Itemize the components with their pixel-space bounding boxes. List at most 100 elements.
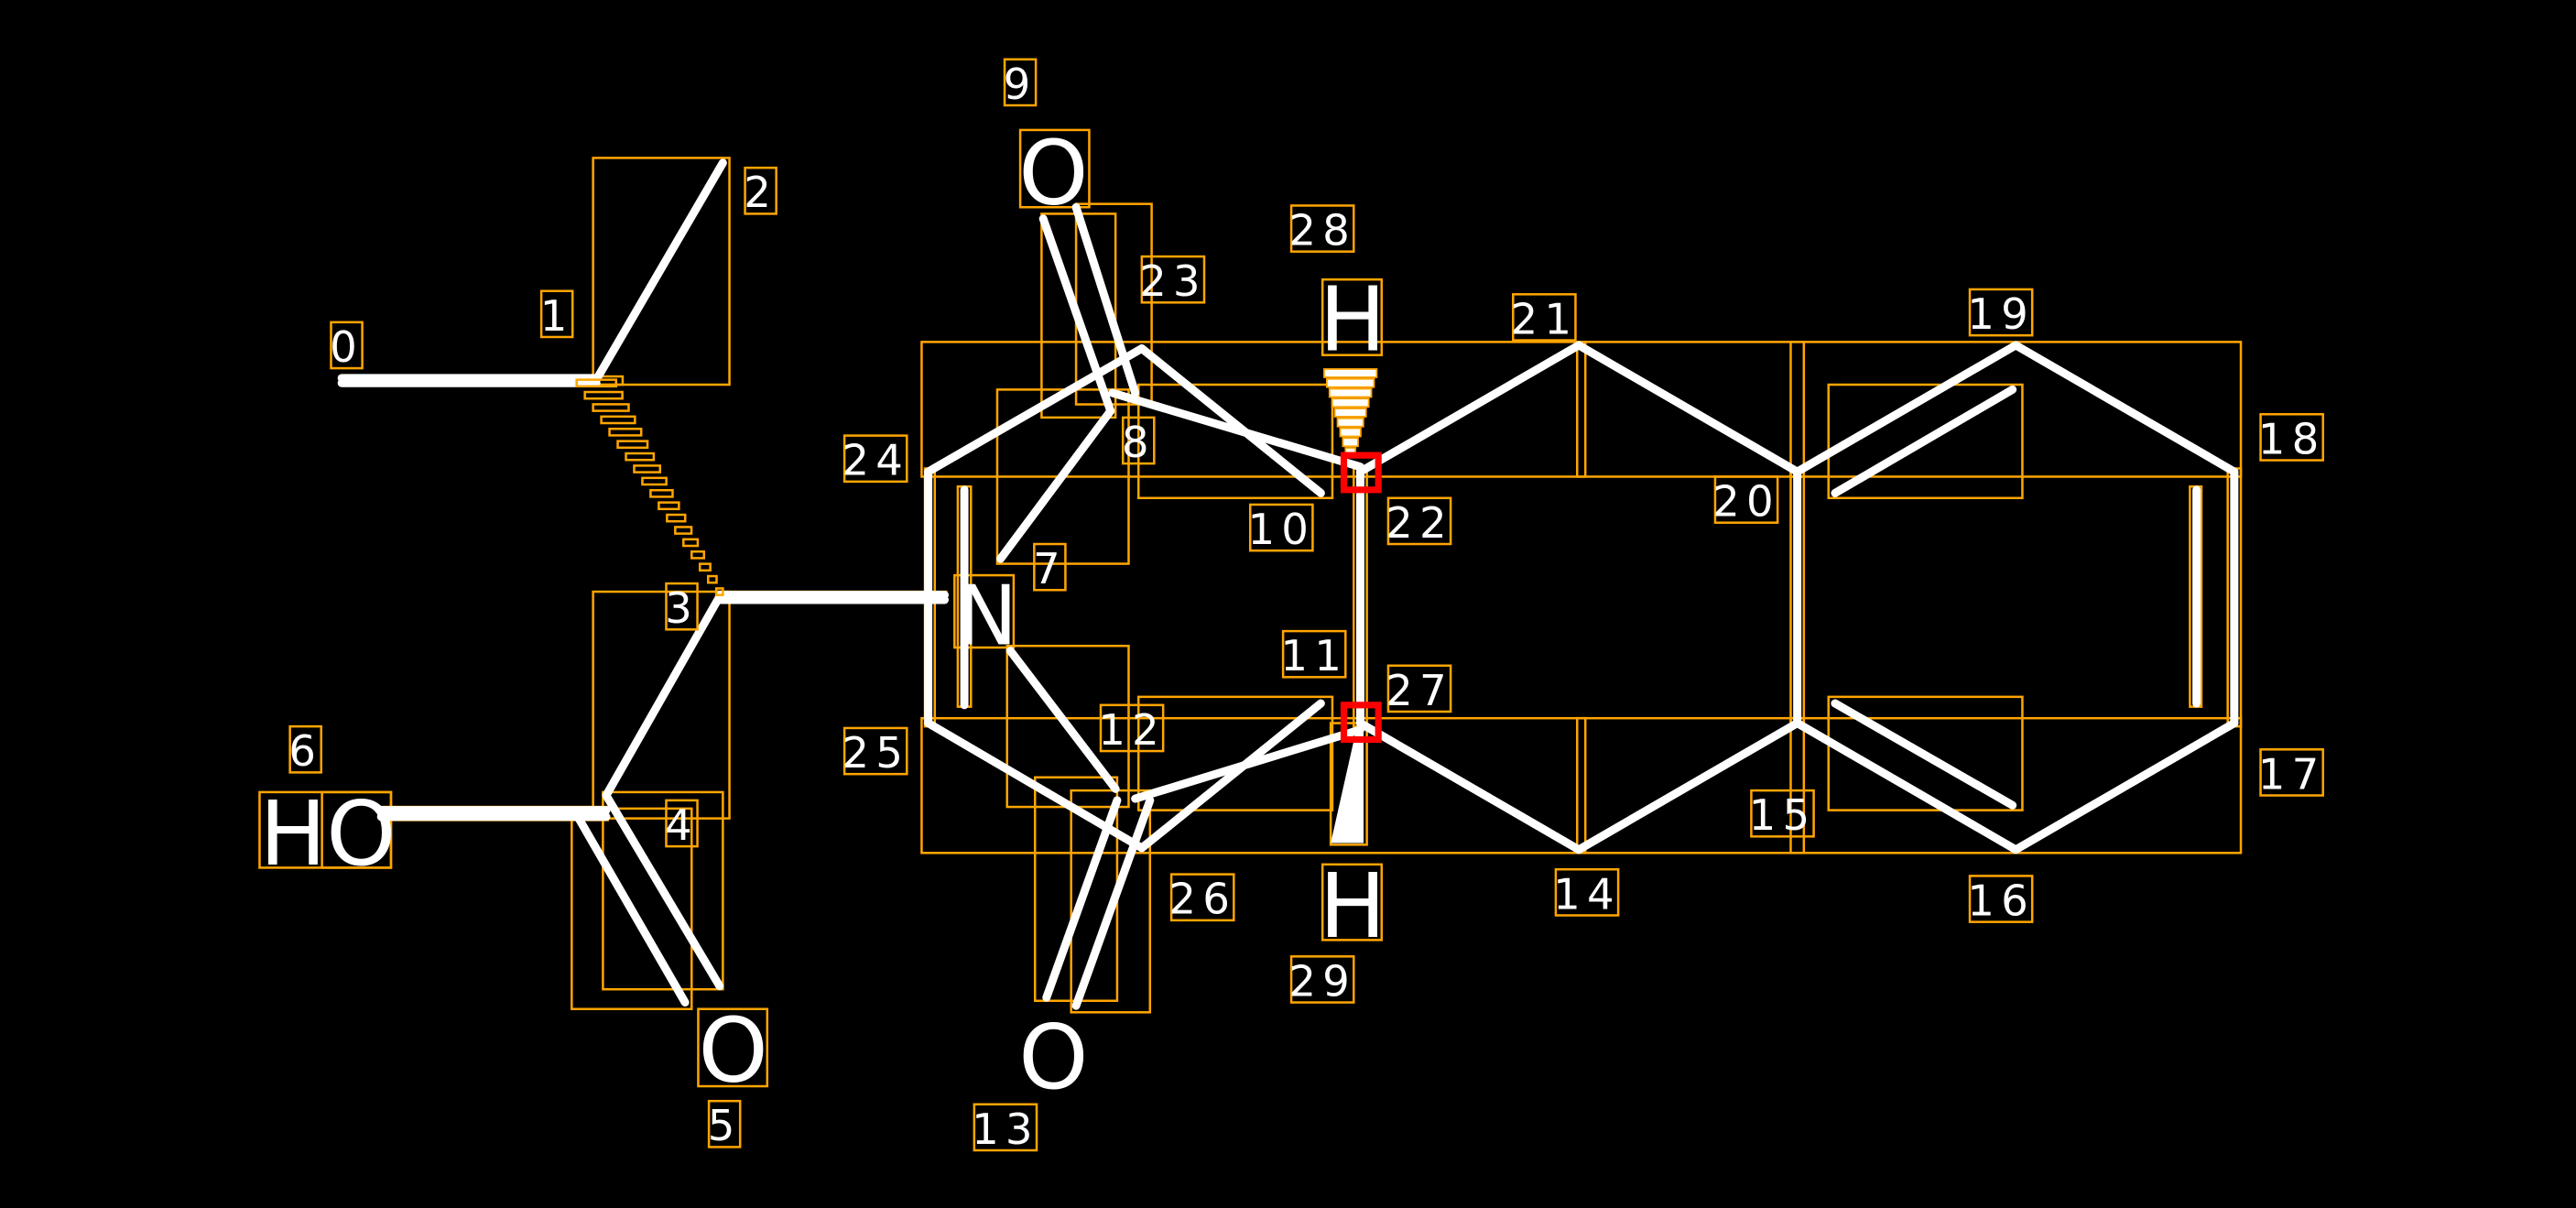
- hash-segment: [641, 476, 668, 486]
- hash-segment: [1342, 437, 1359, 448]
- label-box: [973, 1103, 1038, 1152]
- atom-index-text: 15: [1749, 790, 1817, 840]
- atom-index-label-14: 14: [1553, 867, 1620, 919]
- label-box: [1750, 789, 1815, 838]
- atom-index-text: 10: [1247, 505, 1315, 554]
- label-box: [1281, 629, 1347, 679]
- bond-line: [924, 344, 1147, 476]
- atom-bounding-box: [321, 790, 393, 869]
- atom-symbol-h29: H: [1320, 854, 1386, 958]
- hash-segment: [575, 378, 618, 388]
- atom-index-label-11: 11: [1280, 629, 1347, 680]
- label-box: [1140, 255, 1206, 304]
- hash-segment: [1325, 377, 1375, 388]
- atom-index-text: 29: [1288, 956, 1356, 1006]
- hash-segment: [1328, 387, 1373, 398]
- hash-segment: [1331, 397, 1370, 408]
- hash-segment: [583, 390, 624, 400]
- atom-index-label-9: 9: [1004, 58, 1038, 109]
- atom-index-label-2: 2: [744, 166, 777, 217]
- atom-index-label-28: 28: [1288, 204, 1356, 256]
- hash-segment: [698, 562, 712, 572]
- bond-line: [1137, 699, 1325, 853]
- bond-line: [1355, 719, 1583, 854]
- bond-line: [602, 791, 724, 991]
- atom-index-text: 28: [1288, 206, 1356, 256]
- atom-bounding-box: [602, 790, 724, 991]
- atom-index-label-6: 6: [288, 724, 322, 776]
- label-box: [1099, 703, 1165, 753]
- atom-index-label-4: 4: [665, 799, 699, 850]
- atom-bounding-box: [1329, 722, 1368, 846]
- bond-line: [1071, 796, 1155, 1010]
- label-box: [1968, 288, 2034, 337]
- bond-line: [1005, 647, 1120, 793]
- label-box: [1386, 496, 1452, 546]
- bond-line: [2011, 719, 2239, 854]
- atom-bounding-box: [592, 157, 731, 386]
- bond-line: [1137, 344, 1325, 497]
- bounding-boxes: [258, 128, 2243, 1088]
- atom-bounding-box: [1575, 716, 1587, 854]
- bond-line: [996, 407, 1115, 563]
- atom-index-text: 3: [665, 583, 699, 633]
- hash-segment: [714, 587, 724, 596]
- atom-symbol-h28: H: [1320, 267, 1386, 371]
- label-box: [1289, 955, 1355, 1004]
- bond-line: [1793, 341, 2020, 476]
- label-box: [288, 724, 322, 774]
- label-box: [1554, 867, 1620, 917]
- atom-index-label-12: 12: [1098, 703, 1166, 755]
- atom-index-text: 19: [1967, 289, 2035, 339]
- atom-bounding-box: [592, 590, 731, 820]
- atom-bounding-box: [1321, 278, 1384, 356]
- highlight-atom-22: [1340, 452, 1382, 494]
- atom-index-label-3: 3: [665, 582, 699, 633]
- atom-index-text: 5: [708, 1101, 742, 1150]
- atom-index-text: 23: [1139, 256, 1207, 306]
- atom-index-label-7: 7: [1033, 542, 1067, 593]
- label-box: [1033, 542, 1067, 592]
- label-box: [539, 289, 574, 339]
- atom-index-text: 25: [842, 728, 909, 778]
- label-box: [744, 166, 777, 215]
- atom-index-text: 12: [1098, 705, 1166, 755]
- atom-index-text: 22: [1386, 498, 1453, 548]
- atom-index-label-23: 23: [1139, 255, 1207, 306]
- atom-index-label-19: 19: [1967, 288, 2035, 339]
- atom-symbol-o5: O: [698, 999, 767, 1103]
- atom-index-text: 6: [288, 726, 322, 776]
- hash-segment: [690, 550, 706, 560]
- hash-segment: [625, 452, 656, 462]
- label-box: [2259, 748, 2324, 797]
- hash-segment: [1323, 368, 1378, 378]
- bond-line: [1042, 796, 1122, 1002]
- atom-bounding-box: [1827, 695, 2024, 811]
- atom-index-text: 0: [330, 322, 364, 372]
- atom-bounding-box: [1321, 863, 1384, 941]
- hash-segment: [1333, 408, 1367, 418]
- bond-line: [571, 807, 690, 1007]
- hash-segment: [1336, 417, 1364, 428]
- bond-line: [1108, 388, 1364, 472]
- label-box: [2259, 413, 2324, 462]
- label-box: [1386, 664, 1452, 713]
- label-box: [842, 726, 908, 776]
- hash-segment: [682, 538, 700, 548]
- atom-index-label-13: 13: [972, 1103, 1038, 1154]
- bond-line: [1131, 725, 1364, 803]
- atom-index-label-25: 25: [842, 726, 909, 778]
- atom-bounding-box: [1827, 383, 2024, 500]
- label-box: [1248, 503, 1314, 552]
- bond-line: [1831, 699, 2017, 810]
- atom-index-text: 26: [1168, 875, 1236, 924]
- atom-bounding-box: [1018, 128, 1091, 209]
- label-box: [707, 1099, 742, 1148]
- atom-index-label-21: 21: [1511, 293, 1577, 343]
- atom-bounding-box: [1789, 716, 2243, 854]
- label-box: [1968, 875, 2034, 923]
- hash-segment: [608, 427, 643, 437]
- hash-segment: [658, 501, 680, 511]
- bond-line: [1831, 385, 2017, 497]
